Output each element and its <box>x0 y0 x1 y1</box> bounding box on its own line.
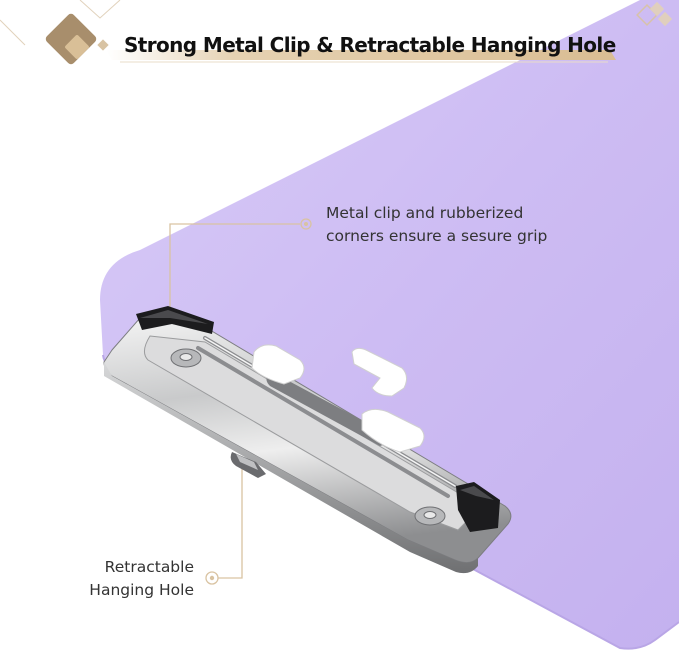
hole-callout-leader <box>205 468 243 585</box>
hanging-hole-tab <box>230 452 266 478</box>
hole-callout: Retractable Hanging Hole <box>60 556 194 602</box>
banner-title: Strong Metal Clip & Retractable Hanging … <box>124 33 616 57</box>
rivet-left-icon <box>170 348 202 368</box>
clip-callout-leader <box>169 218 312 316</box>
hole-callout-line-2: Hanging Hole <box>89 581 194 599</box>
clipboard-board <box>100 0 679 649</box>
clip-callout-line-2: corners ensure a sesure grip <box>326 227 548 245</box>
rivet-right-icon <box>414 506 446 526</box>
banner-diamond-icon <box>0 0 121 65</box>
corner-decoration-icon <box>636 1 673 27</box>
hole-callout-line-1: Retractable <box>104 558 194 576</box>
banner-underline <box>106 50 616 60</box>
rubber-corner-right-icon <box>456 482 500 532</box>
metal-clip <box>103 306 512 574</box>
clip-slot <box>266 372 389 446</box>
rubber-corner-left-icon <box>136 306 214 334</box>
clip-rubber-guides <box>251 344 425 453</box>
clip-callout-line-1: Metal clip and rubberized <box>326 204 524 222</box>
clip-callout: Metal clip and rubberized corners ensure… <box>326 202 547 248</box>
